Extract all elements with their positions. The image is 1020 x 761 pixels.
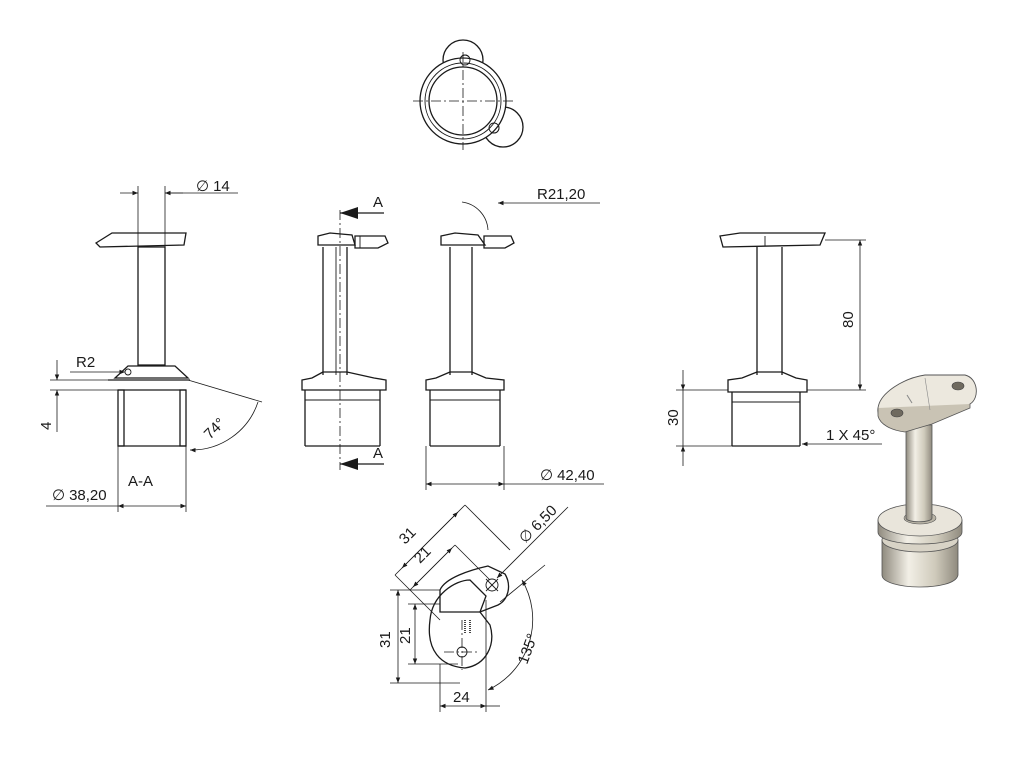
dia-38-20-label: ∅38,20 [52, 487, 107, 504]
dia-14-label: ∅14 [196, 178, 230, 195]
radius-r2-label: R2 [76, 354, 95, 371]
section-mark-top: A [373, 194, 383, 211]
top-view [413, 39, 524, 150]
dim-4-label: 4 [38, 422, 55, 430]
angle-135-label: 135° [515, 631, 542, 666]
angle-74-label: 74° [201, 415, 229, 443]
section-mark-bottom: A [373, 445, 383, 462]
vert-21-label: 21 [397, 627, 414, 644]
chamfer-label: 1 X 45° [826, 427, 875, 444]
front-view: A A [301, 194, 389, 470]
elevation-view: 80 30 1 X 45° [665, 232, 882, 466]
radius-r21-20-label: R21,20 [537, 186, 585, 203]
vert-31-label: 31 [377, 631, 394, 648]
section-view-a-a: ∅14 R2 4 74° A-A ∅38,20 [38, 178, 263, 512]
dia-42-40-label: ∅42,40 [540, 467, 595, 484]
side-view: R21,20 ∅42,40 [425, 186, 604, 490]
height-30-label: 30 [665, 409, 682, 426]
section-label: A-A [128, 473, 153, 490]
diag-21-label: 21 [411, 543, 435, 567]
height-80-label: 80 [840, 311, 857, 328]
dia-6-50-label: ∅6,50 [516, 502, 561, 547]
bracket-plan-view: 31 21 ∅6,50 31 21 24 135° [377, 502, 569, 712]
width-24-label: 24 [453, 689, 470, 706]
diag-31-label: 31 [396, 524, 420, 548]
isometric-render [877, 374, 977, 588]
